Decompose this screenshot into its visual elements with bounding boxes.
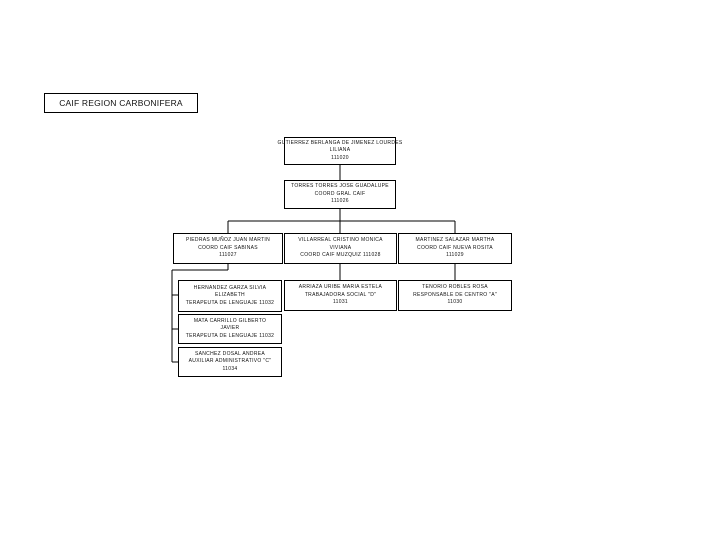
node-torres-torres: TORRES TORRES JOSE GUADALUPE COORD GRAL …	[284, 180, 396, 209]
node-code: 111026	[331, 198, 349, 205]
node-code: 11034	[222, 365, 238, 372]
node-code: 111027	[219, 252, 237, 259]
node-martinez-salazar: MARTINEZ SALAZAR MARTHA COORD CAIF NUEVA…	[398, 233, 512, 264]
node-role: COORD CAIF MUZQUIZ 111028	[300, 252, 381, 259]
node-name: GUTIERREZ BERLANGA DE JIMENEZ LOURDES	[277, 139, 403, 146]
node-name-cont: ELIZABETH	[215, 292, 245, 299]
node-name: TORRES TORRES JOSE GUADALUPE	[291, 183, 389, 190]
node-role: RESPONSABLE DE CENTRO "A"	[413, 291, 497, 298]
node-name-cont: JAVIER	[220, 325, 240, 332]
node-role: TERAPEUTA DE LENGUAJE 11032	[185, 299, 275, 306]
node-code: 11030	[447, 299, 463, 306]
node-piedras-munoz: PIEDRAS MUÑOZ JUAN MARTIN COORD CAIF SAB…	[173, 233, 283, 264]
node-role: COORD GRAL CAIF	[314, 190, 366, 197]
node-villarreal-cristino: VILLARREAL CRISTINO MONICA VIVIANA COORD…	[284, 233, 397, 264]
node-name-cont: VIVIANA	[329, 244, 352, 251]
node-role: TRABAJADORA SOCIAL "D"	[304, 291, 377, 298]
node-code: 111020	[331, 154, 349, 161]
node-sanchez-dosal: SANCHEZ DOSAL ANDREA AUXILIAR ADMINISTRA…	[178, 347, 282, 377]
node-code: 111029	[446, 252, 464, 259]
node-tenorio-robles: TENORIO ROBLES ROSA RESPONSABLE DE CENTR…	[398, 280, 512, 311]
node-name: VILLARREAL CRISTINO MONICA	[298, 237, 383, 244]
node-mata-carrillo: MATA CARRILLO GILBERTO JAVIER TERAPEUTA …	[178, 314, 282, 344]
node-name: TENORIO ROBLES ROSA	[422, 284, 488, 291]
node-name: MATA CARRILLO GILBERTO	[193, 317, 267, 324]
node-name: MARTINEZ SALAZAR MARTHA	[415, 237, 495, 244]
node-name: ARRIAZA URIBE MARIA ESTELA	[298, 284, 383, 291]
node-role: COORD CAIF NUEVA ROSITA	[417, 244, 493, 251]
node-role: TERAPEUTA DE LENGUAJE 11032	[185, 332, 275, 339]
node-code: 11031	[332, 299, 349, 306]
chart-title: CAIF REGION CARBONIFERA	[44, 93, 198, 113]
node-name: SANCHEZ DOSAL ANDREA	[195, 350, 265, 357]
node-name: HERNANDEZ GARZA SILVIA	[193, 284, 267, 291]
node-arriaza-uribe: ARRIAZA URIBE MARIA ESTELA TRABAJADORA S…	[284, 280, 397, 311]
node-hernandez-garza: HERNANDEZ GARZA SILVIA ELIZABETH TERAPEU…	[178, 280, 282, 312]
node-role: COORD CAIF SABINAS	[198, 244, 258, 251]
node-name: PIEDRAS MUÑOZ JUAN MARTIN	[185, 237, 271, 244]
node-gutierrez-berlanga: GUTIERREZ BERLANGA DE JIMENEZ LOURDES LI…	[278, 137, 402, 165]
node-name-cont: LILIANA	[329, 147, 351, 154]
node-role: AUXILIAR ADMINISTRATIVO "C"	[188, 358, 272, 365]
